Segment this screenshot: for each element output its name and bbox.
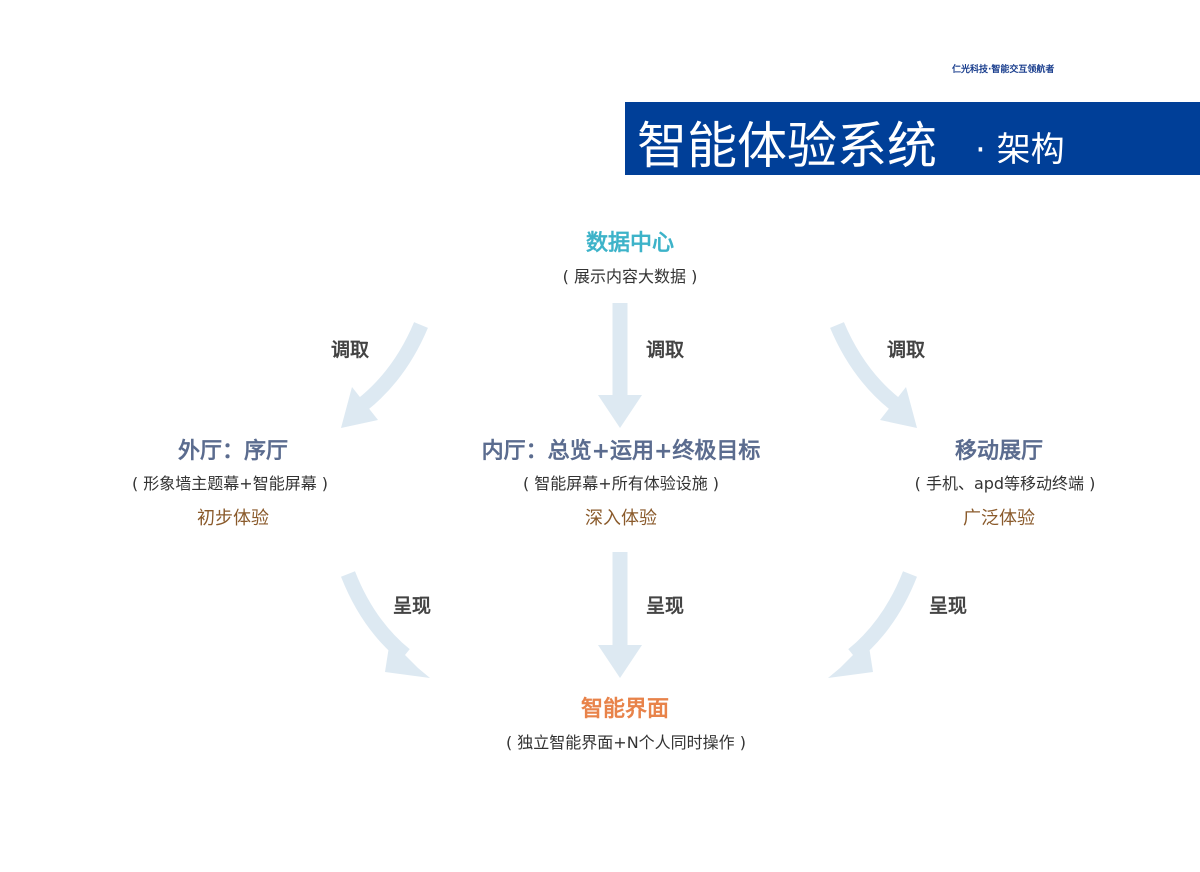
page-title: 智能体验系统 [637,117,937,175]
arrowhead [598,645,642,678]
smart-interface-desc: ( 独立智能界面+N个人同时操作 ) [505,733,747,752]
arrowhead [880,387,917,428]
smart-interface-title: 智能界面 [580,697,670,722]
present-label-center: 呈现 [645,595,685,617]
inner-hall-experience: 深入体验 [585,508,657,529]
arrow-fetch-left [357,322,428,411]
inner-hall-desc: ( 智能屏幕+所有体验设施 ) [522,474,720,493]
present-label-right: 呈现 [928,595,968,617]
company-tagline: 仁光科技·智能交互领航者 [952,65,1055,75]
page-subtitle: · 架构 [975,130,1065,170]
arrowhead [828,640,873,678]
arrowhead [385,640,430,678]
fetch-label-right: 调取 [886,339,926,361]
inner-hall-title: 内厅：总览+运用+终极目标 [481,439,761,464]
data-center-title: 数据中心 [585,231,675,256]
mobile-hall-desc: ( 手机、apd等移动终端 ) [914,474,1096,493]
arrow-present-right [848,571,917,661]
arrow-fetch-right [830,322,901,411]
mobile-hall-title: 移动展厅 [954,439,1044,464]
title-banner: 智能体验系统 · 架构 [625,102,1200,175]
arrowhead [341,387,378,428]
mobile-hall-experience: 广泛体验 [963,508,1035,529]
arrowhead [598,395,642,428]
data-center-desc: ( 展示内容大数据 ) [562,267,698,286]
outer-hall-experience: 初步体验 [197,508,269,529]
fetch-label-left: 调取 [330,339,370,361]
outer-hall-desc: ( 形象墙主题幕+智能屏幕 ) [131,474,329,493]
present-label-left: 呈现 [392,595,432,617]
outer-hall-title: 外厅：序厅 [177,439,289,464]
fetch-label-center: 调取 [645,339,685,361]
